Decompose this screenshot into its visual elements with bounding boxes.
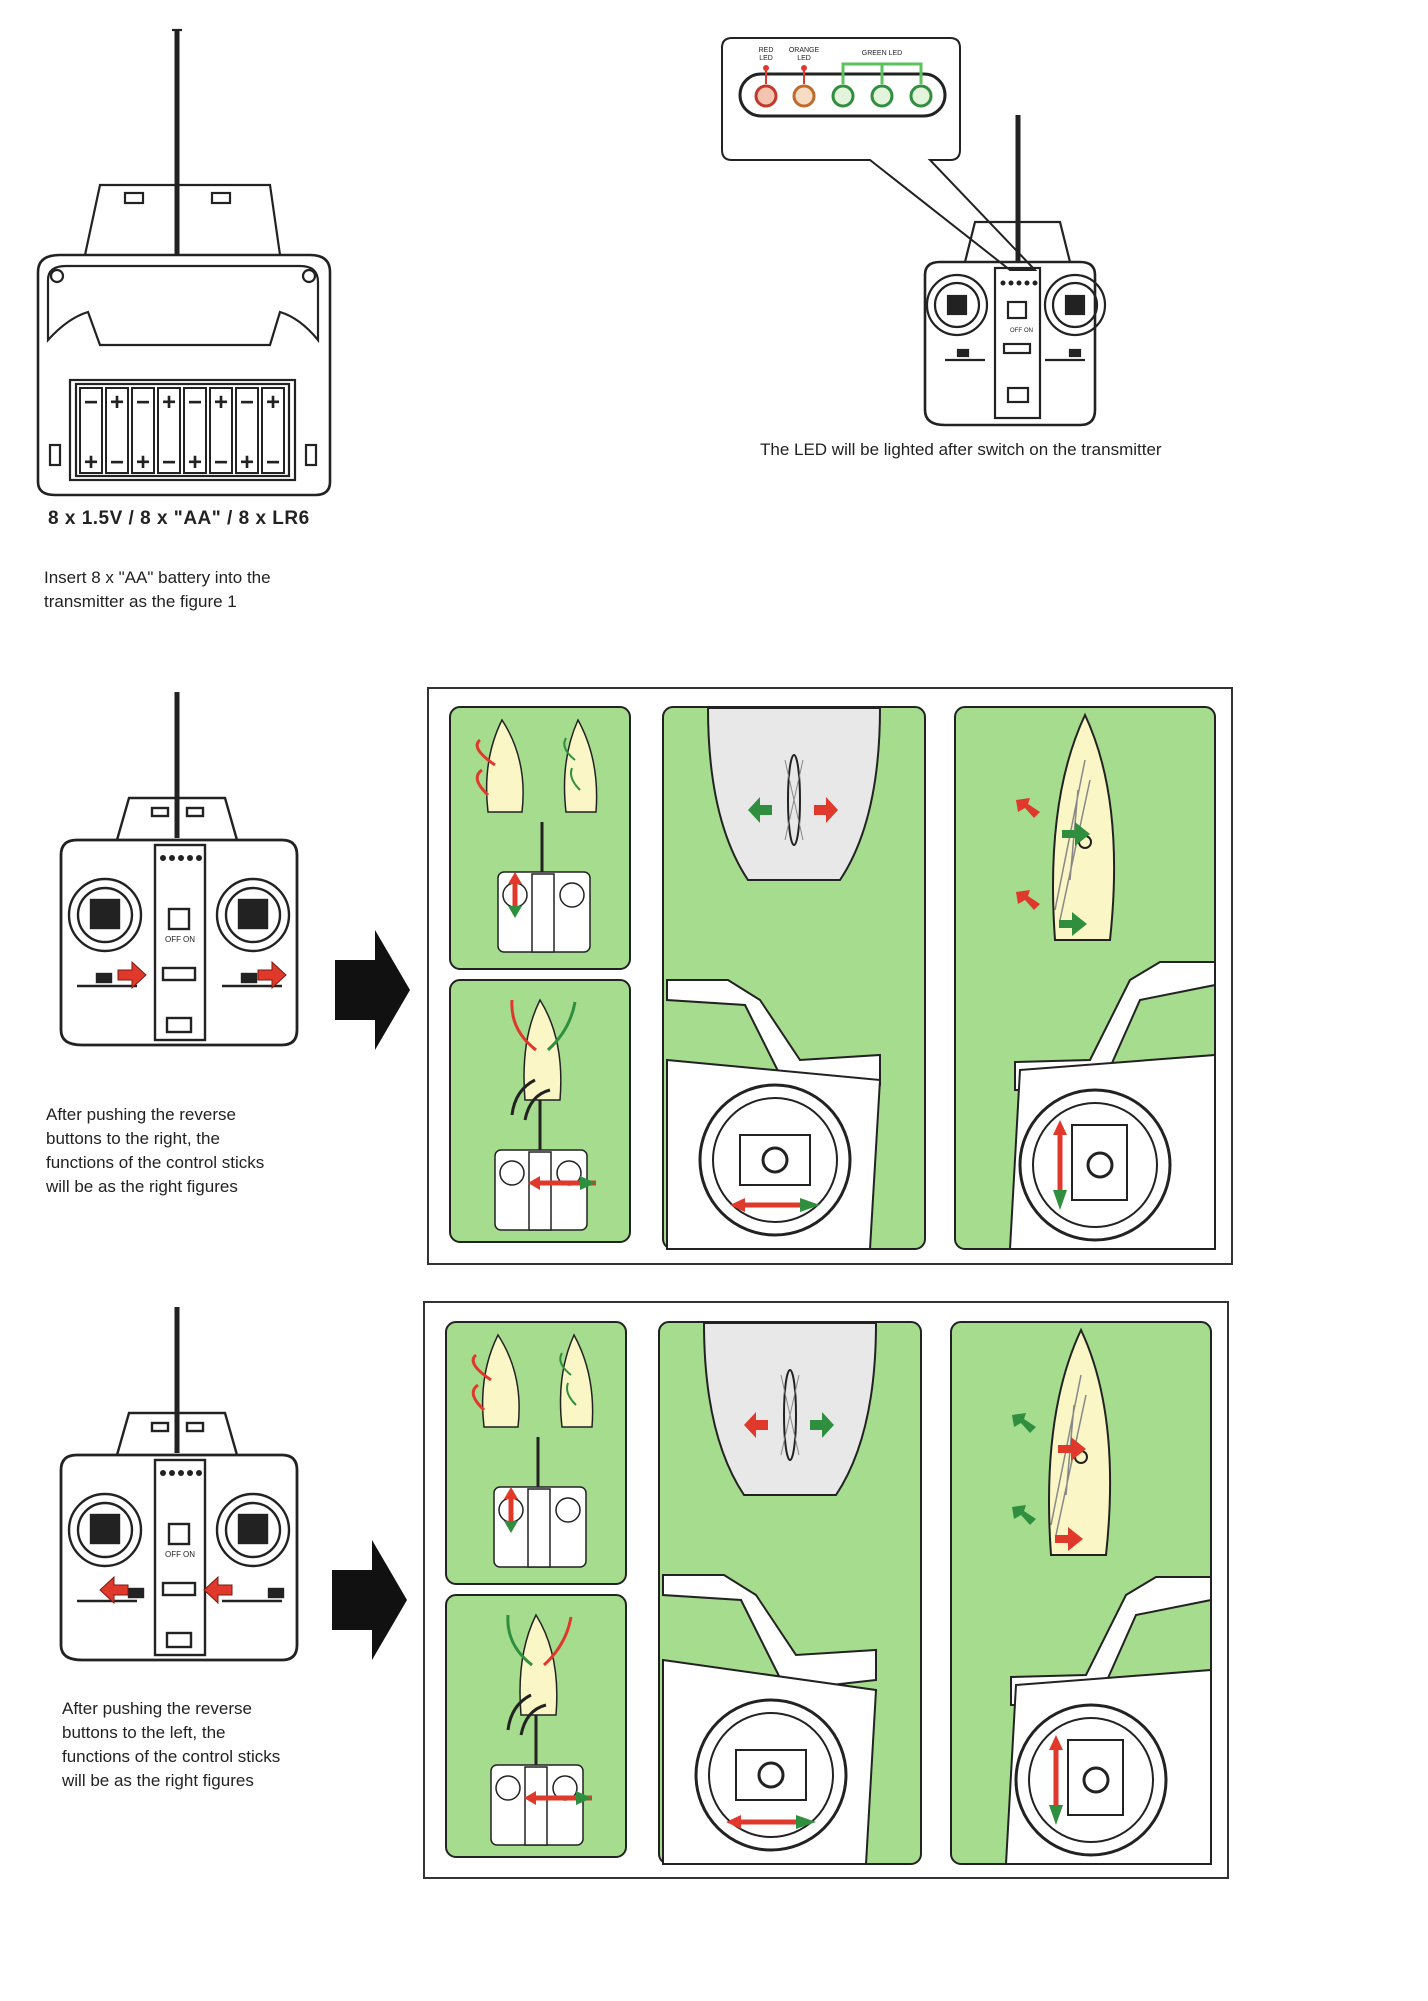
svg-text:+: + xyxy=(240,449,254,476)
battery-instruction-line: Insert 8 x "AA" battery into the xyxy=(44,566,344,590)
led-icon xyxy=(872,86,892,106)
caption-line: functions of the control sticks xyxy=(46,1151,346,1175)
svg-text:−: − xyxy=(240,389,254,416)
svg-text:ON: ON xyxy=(183,935,195,944)
battery-compartment-figure: −+−+ −+−+ +−+− +−+− xyxy=(38,30,330,495)
led-icon xyxy=(794,86,814,106)
svg-text:+: + xyxy=(214,389,228,416)
led-icon xyxy=(911,86,931,106)
svg-text:+: + xyxy=(162,389,176,416)
caption-line: After pushing the reverse xyxy=(46,1103,346,1127)
led-icon xyxy=(756,86,776,106)
led-icon xyxy=(833,86,853,106)
battery-instruction: Insert 8 x "AA" battery into the transmi… xyxy=(44,566,344,614)
svg-text:OFF: OFF xyxy=(165,935,181,944)
svg-text:−: − xyxy=(84,389,98,416)
led-caption: The LED will be lighted after switch on … xyxy=(760,440,1162,460)
caption-line: After pushing the reverse xyxy=(62,1697,362,1721)
function-panel-row2 xyxy=(424,1302,1228,1878)
transmitter-icon xyxy=(61,1307,297,1660)
svg-text:+: + xyxy=(110,389,124,416)
reverse-right-caption: After pushing the reverse buttons to the… xyxy=(46,1103,346,1199)
svg-text:−: − xyxy=(136,389,150,416)
transmitter-icon xyxy=(61,692,297,1045)
svg-text:+: + xyxy=(136,449,150,476)
caption-line: buttons to the left, the xyxy=(62,1721,362,1745)
battery-spec-label: 8 x 1.5V / 8 x "AA" / 8 x LR6 xyxy=(48,508,310,530)
svg-text:+: + xyxy=(84,449,98,476)
svg-text:−: − xyxy=(162,449,176,476)
svg-text:+: + xyxy=(266,389,280,416)
led-panel-figure: RED LED ORANGE LED GREEN LED OFF ON xyxy=(722,38,1105,425)
svg-text:ON: ON xyxy=(183,1550,195,1559)
big-right-arrow-icon xyxy=(332,1540,407,1660)
caption-line: will be as the right figures xyxy=(62,1769,362,1793)
svg-text:+: + xyxy=(188,449,202,476)
orange-led-label: ORANGE xyxy=(789,47,820,54)
big-right-arrow-icon xyxy=(335,930,410,1050)
caption-line: buttons to the right, the xyxy=(46,1127,346,1151)
svg-text:−: − xyxy=(266,449,280,476)
green-led-label: GREEN LED xyxy=(862,50,902,57)
svg-text:−: − xyxy=(188,389,202,416)
reverse-left-caption: After pushing the reverse buttons to the… xyxy=(62,1697,362,1793)
svg-text:−: − xyxy=(110,449,124,476)
red-arrow-icon xyxy=(100,1577,232,1603)
svg-text:−: − xyxy=(214,449,228,476)
svg-text:ON: ON xyxy=(1024,328,1033,334)
red-led-label: RED xyxy=(759,47,774,54)
battery-instruction-line: transmitter as the figure 1 xyxy=(44,590,344,614)
caption-line: functions of the control sticks xyxy=(62,1745,362,1769)
function-panel-row1 xyxy=(428,688,1232,1264)
svg-text:OFF: OFF xyxy=(165,1550,181,1559)
svg-text:LED: LED xyxy=(797,55,811,62)
red-arrow-icon xyxy=(118,962,286,988)
svg-text:OFF: OFF xyxy=(1010,328,1022,334)
svg-text:LED: LED xyxy=(759,55,773,62)
caption-line: will be as the right figures xyxy=(46,1175,346,1199)
